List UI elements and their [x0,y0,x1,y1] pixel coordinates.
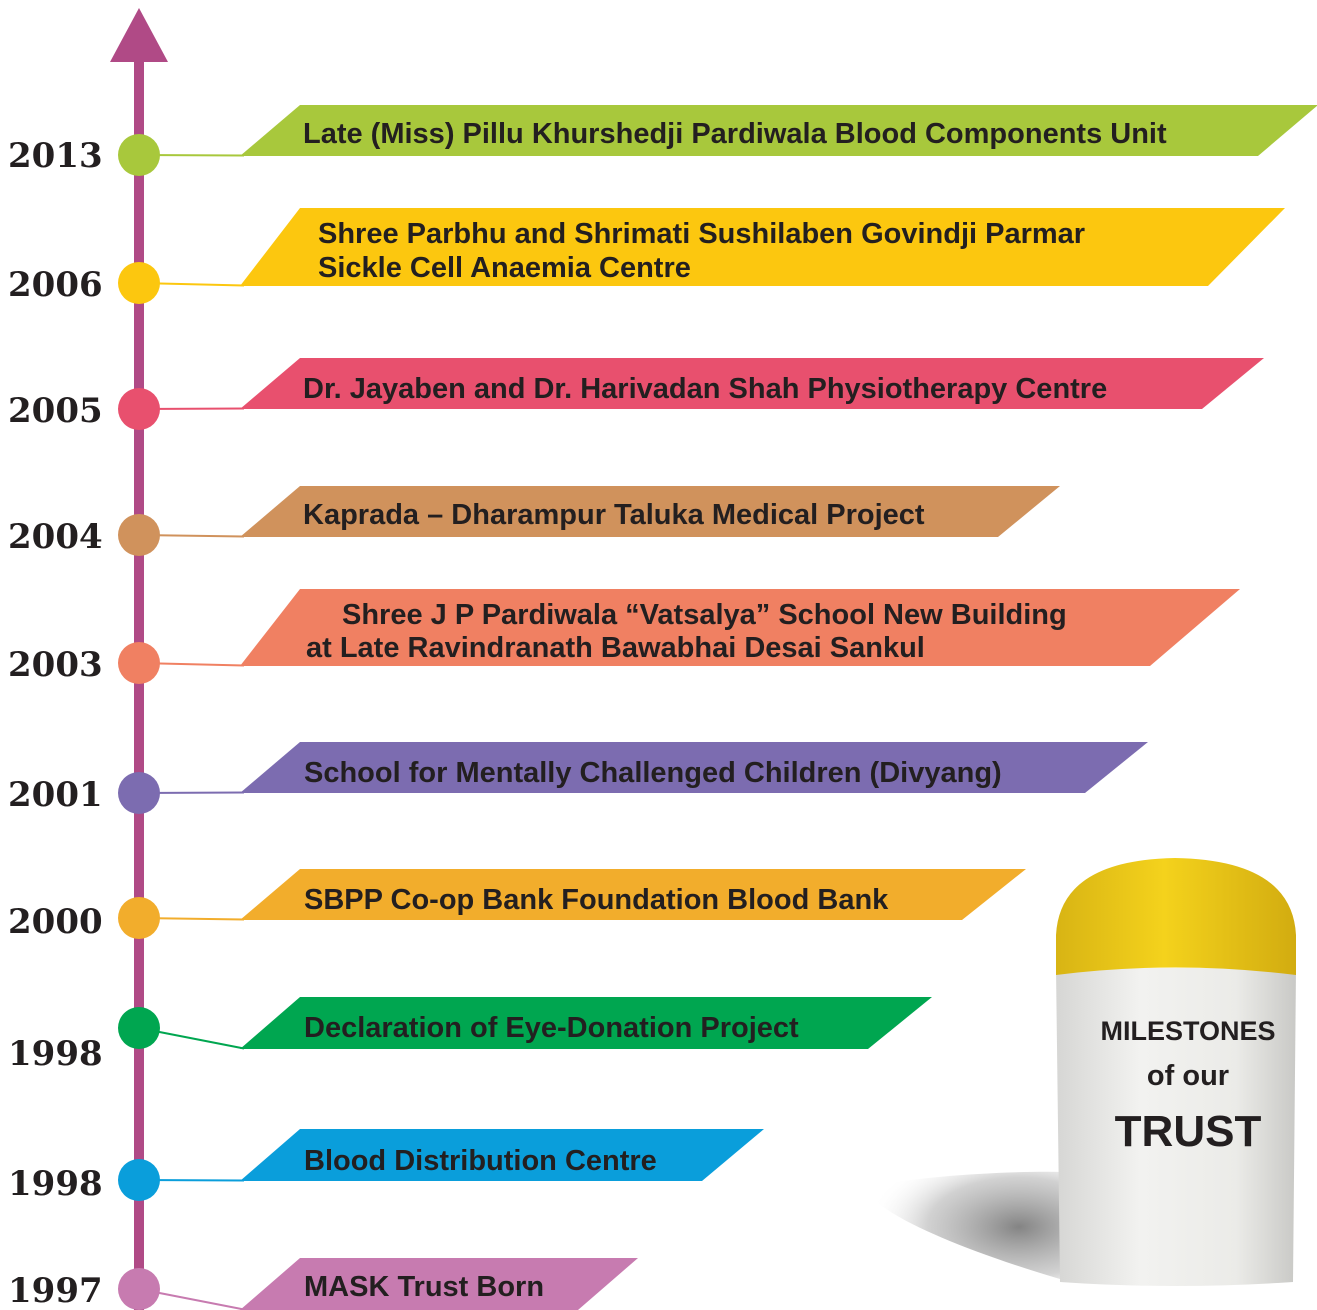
stone-line-of-our: of our [1147,1060,1229,1092]
milestone-banner [240,105,1317,156]
milestone-dot [118,134,160,176]
timeline-arrowhead [110,8,168,62]
milestone-label: Shree J P Pardiwala “Vatsalya” School Ne… [342,599,1067,631]
milestone-label: Blood Distribution Centre [304,1145,657,1177]
stone-cap [1056,858,1296,975]
milestone-banner [240,997,932,1049]
milestone-banner [240,742,1148,793]
milestone-row: SBPP Co-op Bank Foundation Blood Bank 200… [8,869,1026,942]
milestone-dot [118,388,160,430]
milestone-row: Blood Distribution Centre 1998 [8,1129,764,1204]
milestone-dot [118,514,160,556]
milestone-list: Late (Miss) Pillu Khurshedji Pardiwala B… [8,105,1317,1310]
milestone-dot [118,1159,160,1201]
milestone-year: 2003 [8,645,103,685]
milestone-banner [240,358,1264,409]
milestone-banner [240,208,1285,286]
milestone-banner [240,589,1240,666]
milestone-label: Shree Parbhu and Shrimati Sushilaben Gov… [318,218,1085,250]
milestone-banner [240,486,1060,537]
milestone-year: 2005 [8,391,103,431]
milestone-row: Kaprada – Dharampur Taluka Medical Proje… [8,486,1060,557]
milestone-year: 1997 [8,1271,103,1310]
stone-body [1056,968,1296,1286]
milestone-year: 2004 [8,517,103,557]
milestone-label: Late (Miss) Pillu Khurshedji Pardiwala B… [303,118,1167,150]
milestone-year: 2000 [8,902,103,942]
stone-line-milestones: MILESTONES [1100,1016,1275,1046]
milestone-year: 1998 [8,1164,103,1204]
milestone-dot [118,1268,160,1310]
milestone-label: School for Mentally Challenged Children … [304,757,1002,789]
milestone-label: Sickle Cell Anaemia Centre [318,252,691,284]
milestone-stone: MILESTONES of our TRUST [866,858,1296,1286]
milestone-dot [118,1007,160,1049]
milestone-year: 2013 [8,136,103,176]
milestone-dot [118,642,160,684]
milestone-row: Declaration of Eye-Donation Project 1998 [8,997,932,1074]
milestone-row: Shree J P Pardiwala “Vatsalya” School Ne… [8,589,1240,685]
milestone-dot [118,262,160,304]
milestone-row: School for Mentally Challenged Children … [8,742,1148,815]
milestone-year: 2001 [8,775,103,815]
milestone-label: SBPP Co-op Bank Foundation Blood Bank [304,884,889,916]
milestone-label: Dr. Jayaben and Dr. Harivadan Shah Physi… [303,373,1107,405]
stone-shadow [866,1171,1070,1282]
milestone-banner [240,1129,764,1181]
milestone-row: Shree Parbhu and Shrimati Sushilaben Gov… [8,208,1285,305]
milestone-row: Dr. Jayaben and Dr. Harivadan Shah Physi… [8,358,1264,431]
milestone-banner [240,869,1026,920]
milestone-label: MASK Trust Born [304,1271,544,1303]
milestone-label: Declaration of Eye-Donation Project [304,1012,799,1044]
milestone-label: Kaprada – Dharampur Taluka Medical Proje… [303,499,925,531]
milestone-year: 1998 [8,1034,103,1074]
milestone-banner [240,1258,638,1310]
milestone-dot [118,772,160,814]
milestone-row: MASK Trust Born 1997 [8,1258,638,1310]
milestone-dot [118,897,160,939]
milestone-label: at Late Ravindranath Bawabhai Desai Sank… [306,632,925,664]
stone-line-trust: TRUST [1115,1107,1262,1156]
milestone-row: Late (Miss) Pillu Khurshedji Pardiwala B… [8,105,1317,176]
milestone-year: 2006 [8,265,103,305]
